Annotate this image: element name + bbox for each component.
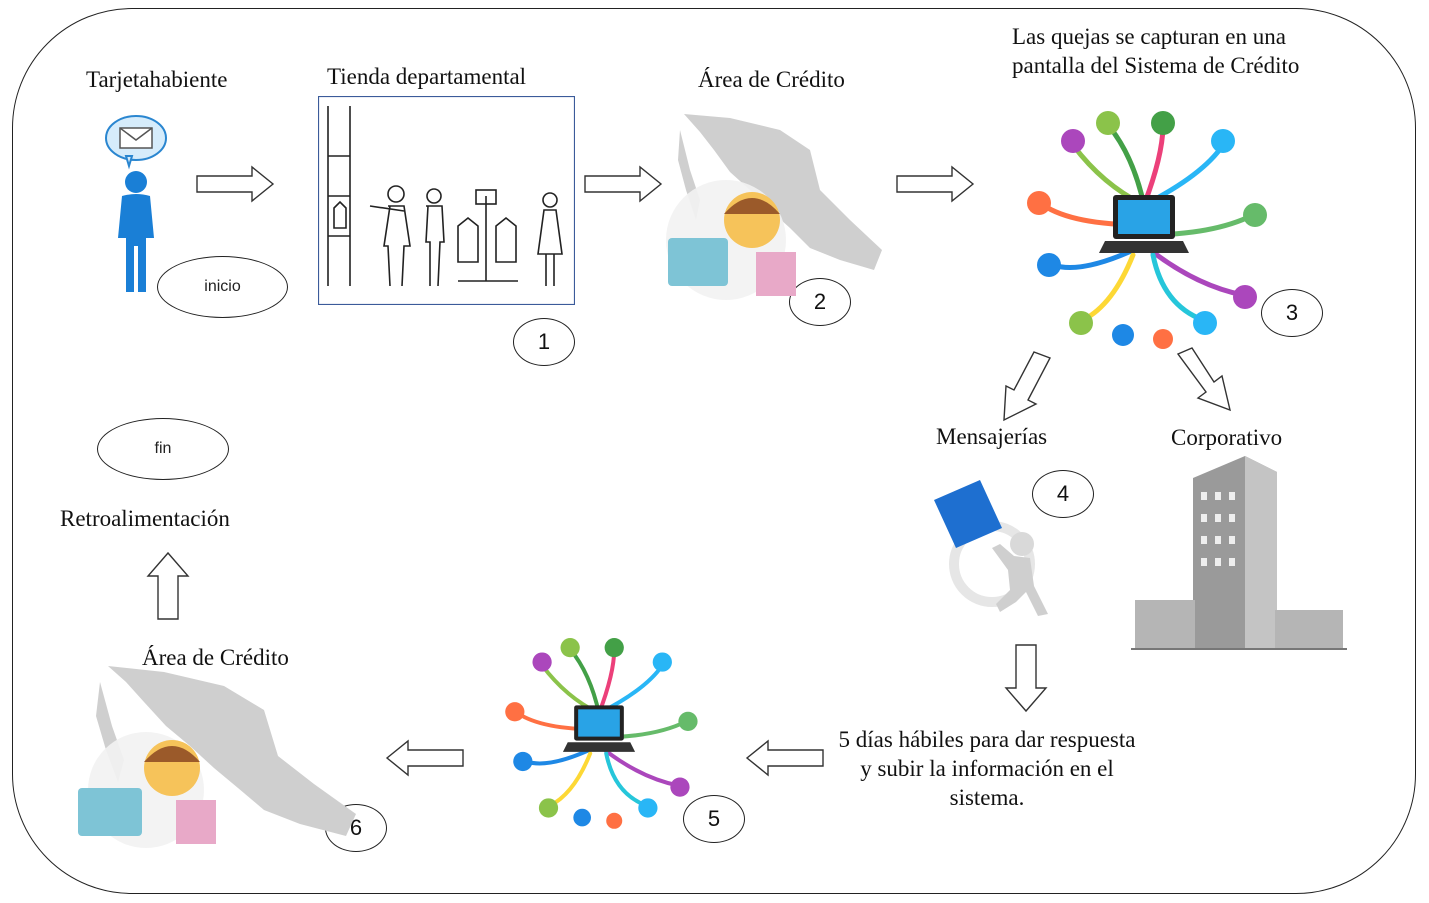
arrow-left-1	[745, 739, 824, 777]
arrow-up	[146, 551, 190, 620]
arrow-right-1	[196, 165, 275, 203]
label-store: Tienda departamental	[327, 64, 527, 89]
label-deadline-note: 5 días hábiles para dar respuesta y subi…	[838, 727, 1136, 810]
office-building-icon	[1131, 456, 1347, 650]
network-laptop-icon	[1027, 111, 1267, 349]
arrow-down-left	[1003, 351, 1051, 422]
person-with-mail-bubble-icon	[105, 115, 167, 292]
end-oval: fin	[97, 418, 229, 480]
label-corporate: Corporativo	[1171, 425, 1283, 450]
arrow-right-2	[584, 165, 663, 203]
label-feedback: Retroalimentación	[60, 506, 230, 531]
arrow-right-3	[896, 165, 975, 203]
courier-running-envelope-icon	[934, 480, 1048, 616]
label-cardholder: Tarjetahabiente	[86, 67, 228, 92]
store-sketch-icon	[318, 96, 575, 305]
step-number-1: 1	[513, 318, 575, 366]
mexico-map-operator-icon	[666, 114, 882, 300]
network-laptop-icon-bottom	[505, 638, 698, 829]
arrow-left-2	[385, 739, 464, 777]
step-number-3: 3	[1261, 289, 1323, 337]
mexico-map-operator-icon-bottom	[78, 666, 356, 848]
step-number-5: 5	[683, 795, 745, 843]
label-messaging: Mensajerías	[936, 424, 1048, 449]
diagram-frame	[12, 8, 1416, 894]
label-capture-note: Las quejas se capturan en una pantalla d…	[1012, 24, 1300, 78]
step-number-4: 4	[1032, 470, 1094, 518]
start-oval: inicio	[157, 256, 288, 318]
arrow-down-right	[1176, 347, 1231, 412]
arrow-down	[1004, 644, 1048, 713]
step-number-2: 2	[789, 278, 851, 326]
label-credit-area-bottom: Área de Crédito	[142, 645, 289, 670]
label-credit-area-top: Área de Crédito	[698, 67, 845, 92]
